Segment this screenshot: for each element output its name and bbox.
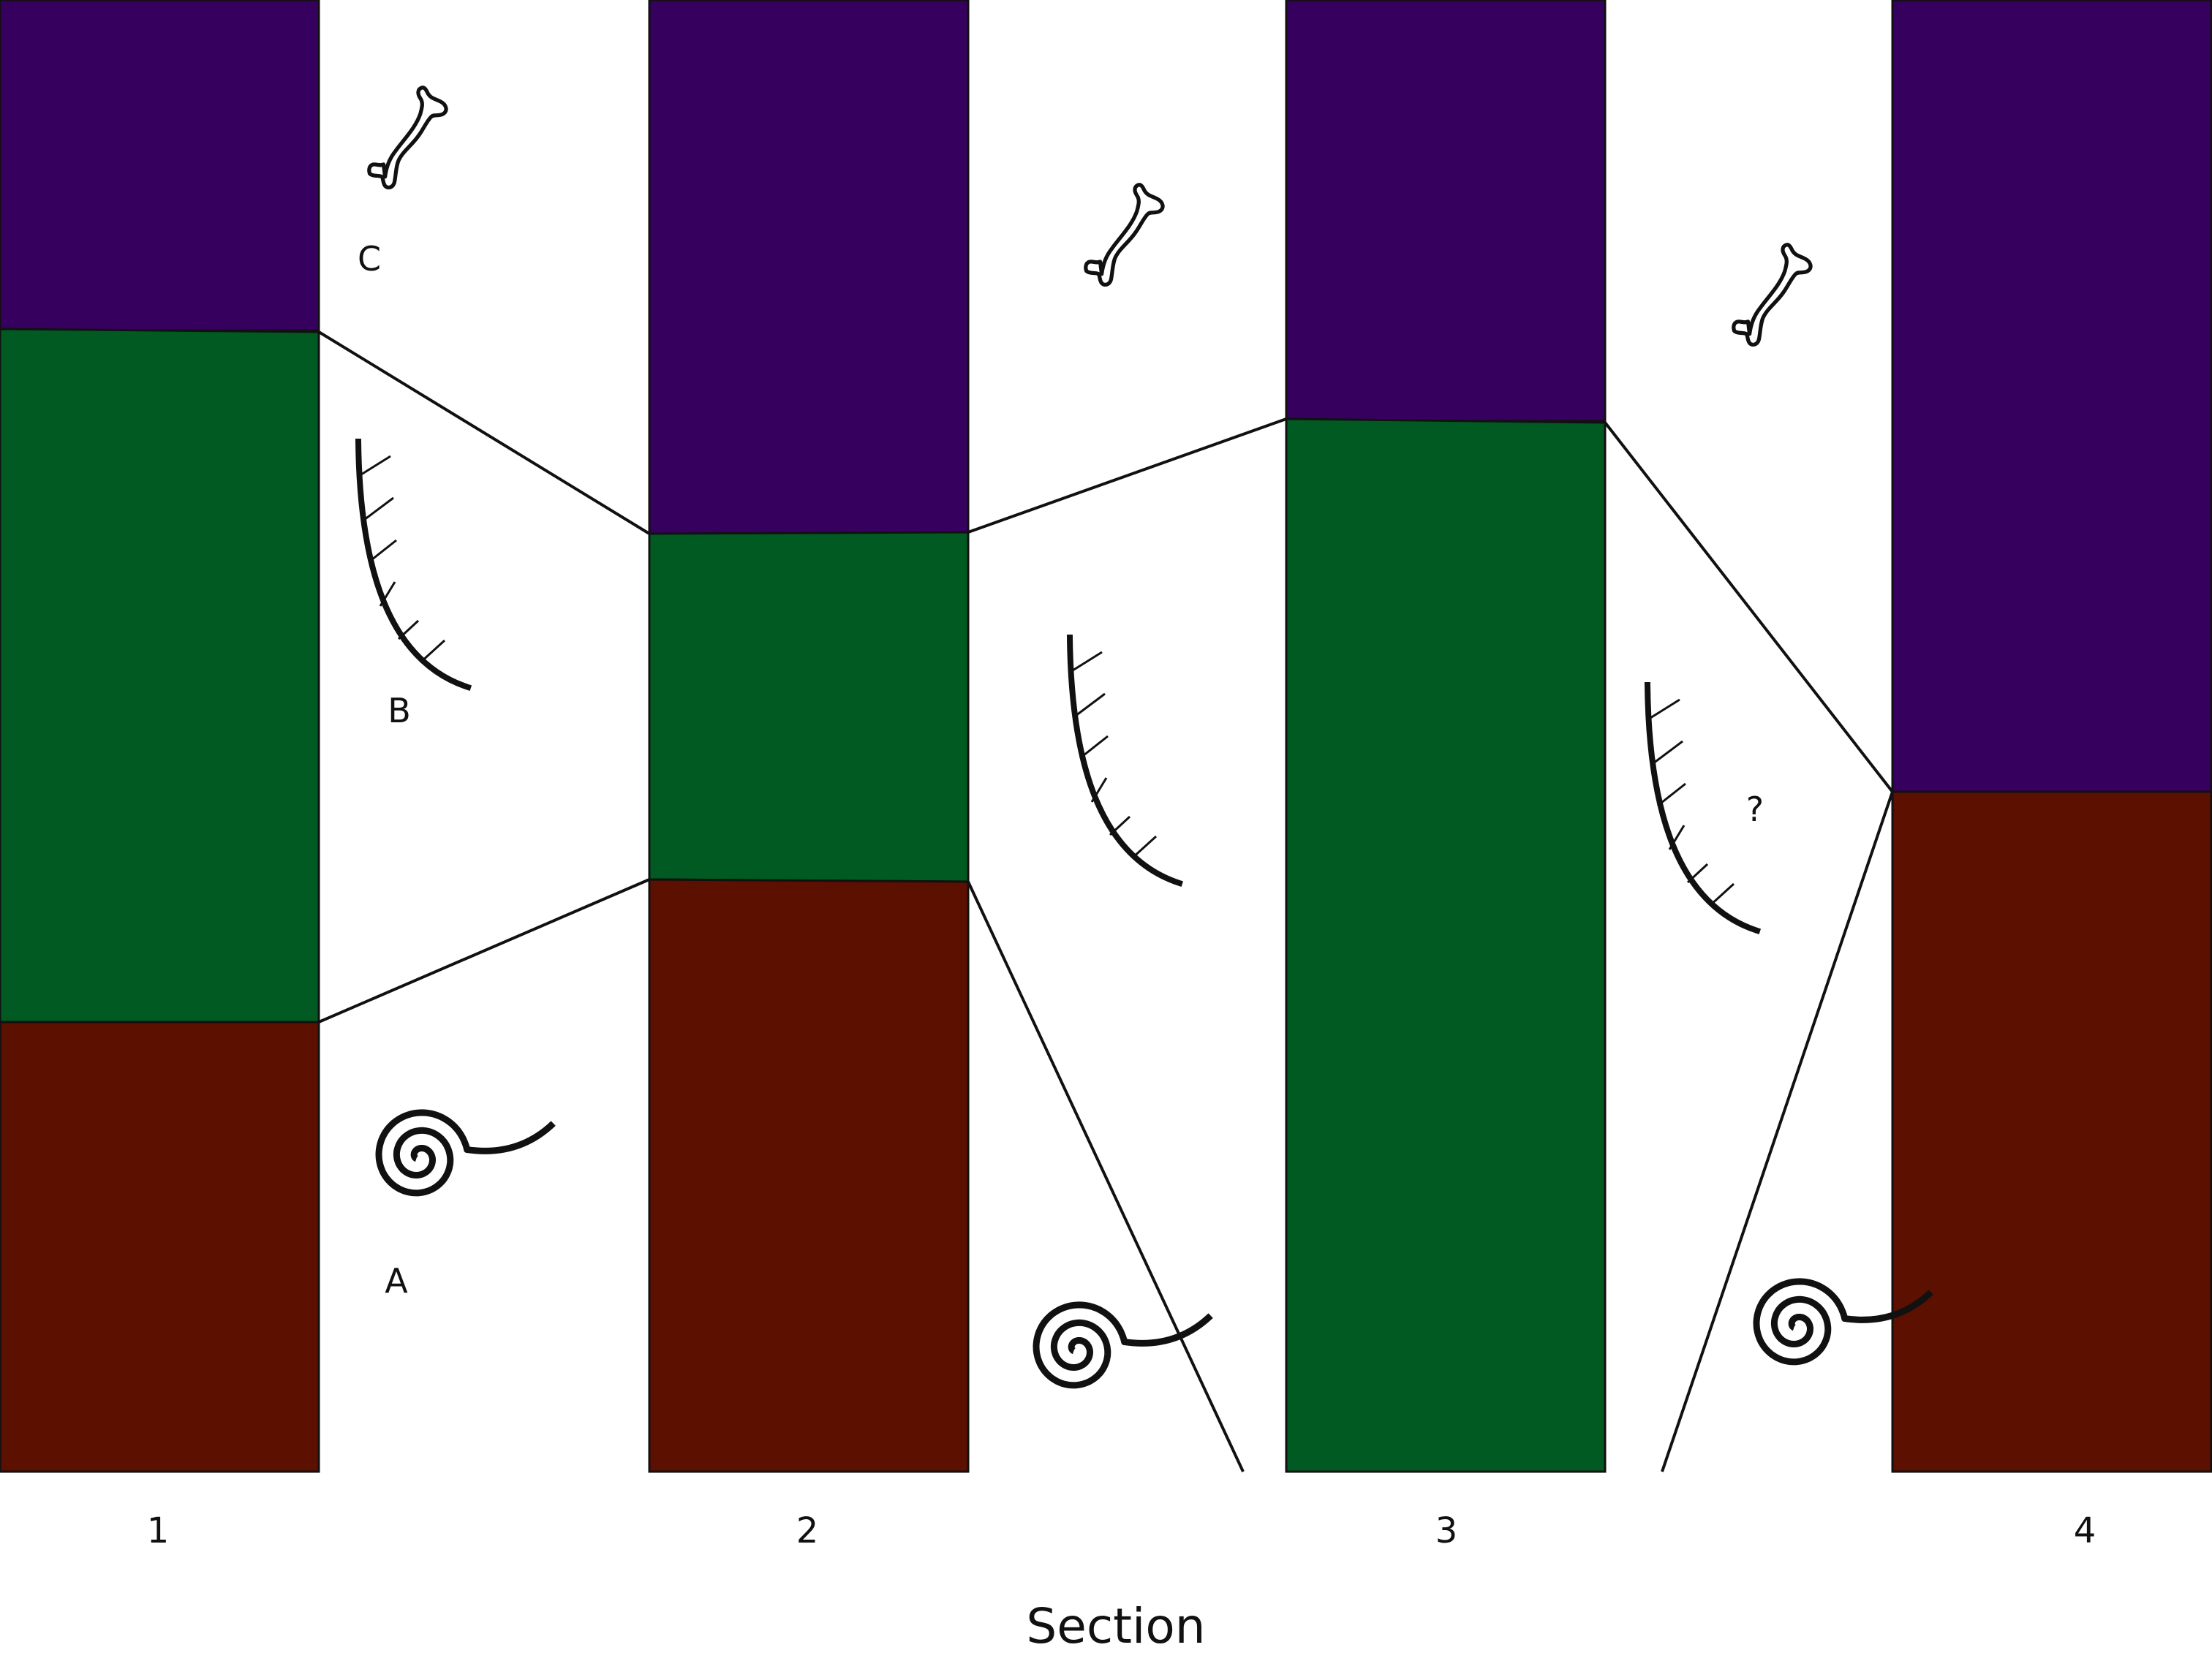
fossil-label-bone: C xyxy=(358,239,381,279)
spiral-icon xyxy=(379,1113,554,1193)
section-2-top-layer xyxy=(648,0,970,535)
fossil-label-shell: B xyxy=(388,691,411,730)
section-label-3: 3 xyxy=(1435,1510,1458,1551)
section-2-middle-layer xyxy=(648,531,970,883)
section-2-bottom-layer xyxy=(648,878,970,1473)
section-1-middle-layer xyxy=(0,328,320,1024)
correlation-line-2-3-upper xyxy=(967,417,1287,534)
section-label-1: 1 xyxy=(147,1510,170,1551)
section-4-top-layer xyxy=(1891,0,2212,793)
section-2-column xyxy=(648,0,970,1473)
fossils xyxy=(358,88,1931,1385)
shell-icon xyxy=(1070,637,1179,883)
correlation-line-3-4-upper xyxy=(1604,421,1894,793)
x-axis-title: Section xyxy=(1026,1598,1205,1654)
section-3-top-layer xyxy=(1285,0,1607,423)
section-1-column xyxy=(0,0,320,1473)
correlation-line-3-4-lower xyxy=(1661,791,1894,1472)
section-label-4: 4 xyxy=(2074,1510,2096,1551)
section-1-top-layer xyxy=(0,0,320,332)
fossil-labels: C B A ? xyxy=(358,239,1764,1301)
section-3-middle-layer xyxy=(1285,417,1607,1473)
bone-icon xyxy=(1734,245,1811,345)
shell-icon xyxy=(358,442,468,687)
section-labels: 1 2 3 4 xyxy=(147,1510,2096,1551)
fossil-label-uncertain: ? xyxy=(1746,790,1764,829)
correlation-line-1-2-lower xyxy=(318,878,650,1024)
correlation-lines xyxy=(317,330,1894,1472)
fossil-label-spiral: A xyxy=(385,1261,408,1301)
section-label-2: 2 xyxy=(796,1510,819,1551)
correlation-line-1-2-upper xyxy=(317,330,651,535)
shell-icon xyxy=(1647,685,1757,931)
section-1-bottom-layer xyxy=(0,1021,320,1473)
correlation-line-2-3-lower xyxy=(967,881,1245,1472)
bone-icon xyxy=(1086,185,1163,285)
section-4-bottom-layer xyxy=(1891,790,2212,1473)
bone-icon xyxy=(369,88,446,188)
section-4-column xyxy=(1891,0,2212,1473)
section-3-column xyxy=(1285,0,1607,1473)
